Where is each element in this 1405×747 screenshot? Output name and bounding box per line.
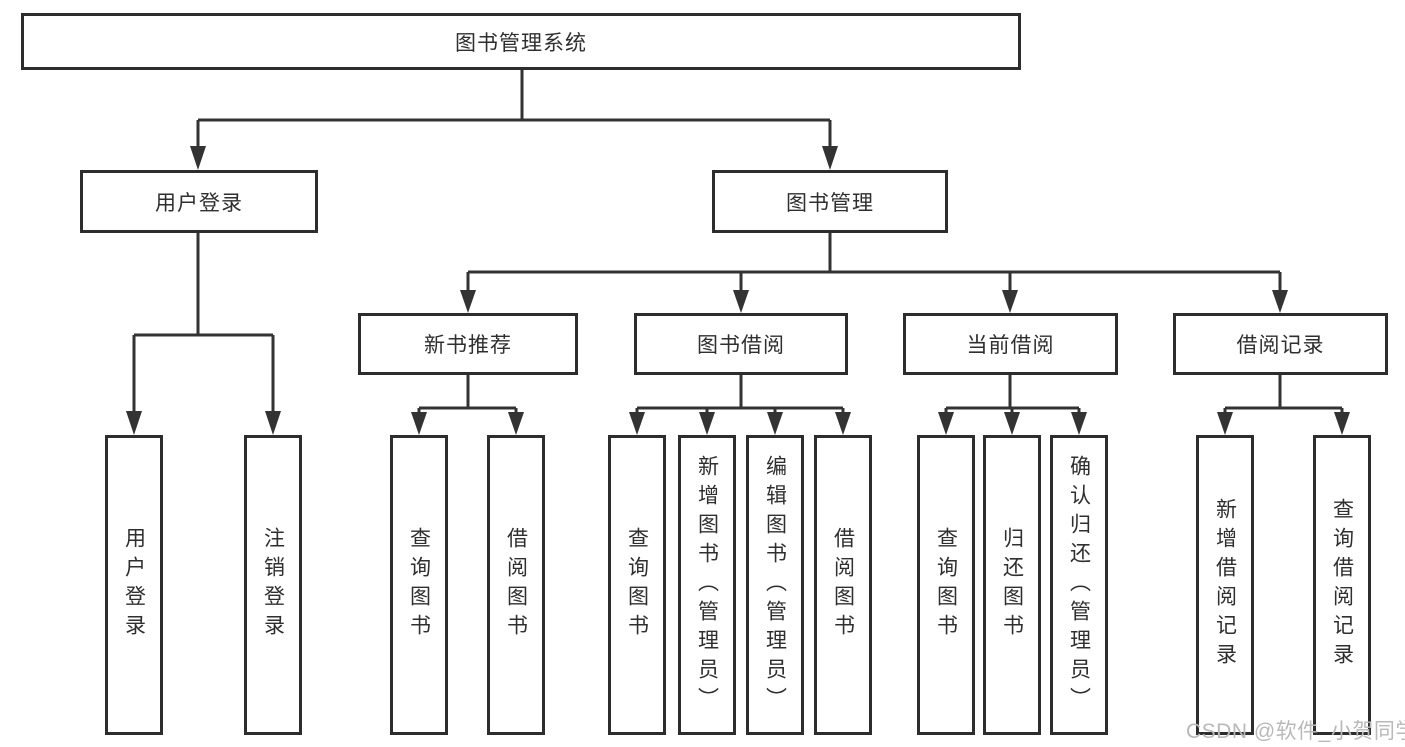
- leaf-borrow-books: 借阅图书: [814, 435, 872, 735]
- arrow-down-icon: [460, 290, 1288, 313]
- leaf-label: 编辑图书（管理员）: [763, 454, 787, 716]
- leaf-label: 查询图书: [934, 527, 958, 643]
- connector-root-to-level2: [196, 70, 832, 150]
- connector-user-login-group: [132, 233, 275, 415]
- leaf-add-books-admin: 新增图书（管理员）: [678, 435, 736, 735]
- connector-current-borrow-group: [944, 375, 1081, 415]
- connector-borrow-record-group: [1223, 375, 1344, 415]
- leaf-label: 借阅图书: [831, 527, 855, 643]
- leaf-query-books-borrow: 查询图书: [608, 435, 666, 735]
- arrow-down-icon: [190, 146, 838, 170]
- node-book-borrowing: 图书借阅: [634, 313, 848, 375]
- leaf-add-borrow-record: 新增借阅记录: [1196, 435, 1254, 735]
- node-current-borrowing: 当前借阅: [903, 313, 1118, 375]
- connector-new-book-group: [417, 375, 518, 415]
- connector-book-management-group: [466, 233, 1282, 293]
- leaf-label: 确认归还（管理员）: [1067, 454, 1091, 716]
- connector-book-borrow-group: [635, 375, 845, 415]
- leaf-label: 借阅图书: [504, 527, 528, 643]
- leaf-borrow-books-recommend: 借阅图书: [487, 435, 545, 735]
- leaf-label: 注销登录: [261, 527, 285, 643]
- node-user-login: 用户登录: [80, 170, 318, 233]
- arrow-down-icon: [126, 411, 281, 435]
- leaf-query-books-current: 查询图书: [917, 435, 975, 735]
- leaf-confirm-return-admin: 确认归还（管理员）: [1050, 435, 1108, 735]
- leaf-return-books: 归还图书: [983, 435, 1041, 735]
- leaf-label: 查询借阅记录: [1330, 498, 1354, 672]
- leaf-label: 查询图书: [625, 527, 649, 643]
- leaf-logout-login: 注销登录: [244, 435, 302, 735]
- leaf-label: 新增图书（管理员）: [695, 454, 719, 716]
- leaf-query-books-recommend: 查询图书: [390, 435, 448, 735]
- leaf-edit-books-admin: 编辑图书（管理员）: [746, 435, 804, 735]
- leaf-label: 查询图书: [407, 527, 431, 643]
- node-book-management: 图书管理: [712, 170, 948, 233]
- watermark: CSDN @软件_小贺同学: [1186, 720, 1405, 743]
- leaf-user-login: 用户登录: [105, 435, 163, 735]
- leaf-label: 用户登录: [122, 527, 146, 643]
- leaf-label: 新增借阅记录: [1213, 498, 1237, 672]
- leaf-query-borrow-record: 查询借阅记录: [1313, 435, 1371, 735]
- leaf-label: 归还图书: [1000, 527, 1024, 643]
- node-library-system: 图书管理系统: [21, 13, 1021, 70]
- node-new-book-recommendation: 新书推荐: [358, 313, 578, 375]
- arrow-down-icon: [411, 412, 1350, 435]
- node-borrowing-records: 借阅记录: [1173, 313, 1388, 375]
